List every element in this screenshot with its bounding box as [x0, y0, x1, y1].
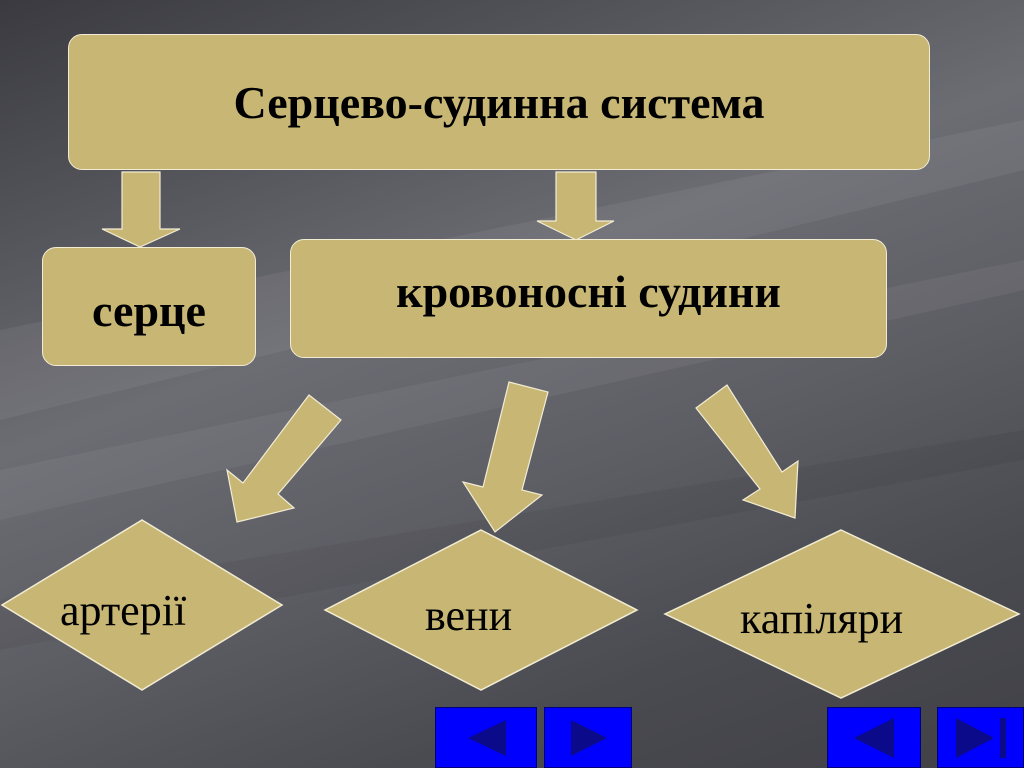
root-node-label: Серцево-судинна система — [233, 76, 765, 128]
vessels-node-label: кровоносні судини — [396, 266, 781, 317]
arrow-vessels-to-veins — [461, 381, 549, 533]
nav-end-button[interactable] — [937, 707, 1024, 768]
arrow-root-to-heart — [101, 171, 181, 248]
nav-back-button[interactable] — [827, 707, 921, 768]
arteries-label: артерії — [60, 586, 187, 635]
veins-label: вени — [425, 591, 513, 640]
arrow-root-to-vessels — [536, 171, 615, 241]
heart-node-label: серце — [92, 285, 206, 336]
heart-node-box: серце — [42, 247, 256, 366]
vessels-node-box: кровоносні судини — [290, 239, 887, 358]
arteries-diamond — [0, 519, 284, 691]
arrow-vessels-to-arteries — [226, 394, 342, 523]
root-node-box: Серцево-судинна система — [68, 34, 930, 170]
triangle-left-icon — [854, 718, 894, 758]
capillaries-diamond — [663, 529, 1021, 699]
veins-diamond — [323, 529, 639, 691]
arrow-vessels-to-capillaries — [695, 384, 799, 519]
triangle-right-bar-icon — [956, 718, 1006, 758]
capillaries-label: капіляри — [740, 594, 904, 643]
nav-previous-button[interactable] — [435, 707, 537, 768]
triangle-right-icon — [571, 720, 607, 756]
nav-next-button[interactable] — [544, 707, 632, 768]
triangle-left-icon — [468, 720, 506, 756]
